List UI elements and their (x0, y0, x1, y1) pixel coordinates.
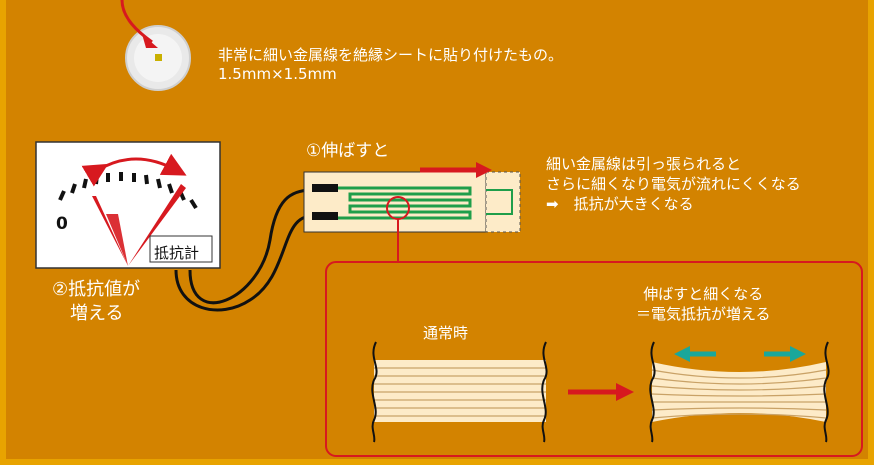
normal-state-label: 通常時 (423, 324, 469, 342)
stretched-wire-bundle (649, 341, 830, 443)
step1-label: ①伸ばすと (306, 141, 390, 161)
wire-bottom (174, 214, 313, 312)
resistance-meter (35, 141, 221, 269)
strain-gauge (303, 171, 521, 233)
stretched-line1: 伸ばすと細くなる (643, 285, 764, 303)
sensor-description: 非常に細い金属線を絶縁シートに貼り付けたもの。 1.5mm×1.5mm (218, 46, 563, 84)
sensor-description-line1: 非常に細い金属線を絶縁シートに貼り付けたもの。 (218, 46, 564, 64)
step2-line1: ②抵抗値が (52, 279, 141, 300)
wire-top (188, 188, 313, 305)
explanation-line1: 細い金属線は引っ張られると (546, 155, 742, 173)
explanation-line2: さらに細くなり電気が流れにくくなる (546, 175, 801, 193)
normal-wire-bundle (371, 341, 548, 443)
pointer-arrow-head (142, 34, 158, 48)
stretched-state-label: 伸ばすと細くなる ＝電気抵抗が増える (636, 284, 771, 324)
stretch-arrow-head (476, 162, 492, 178)
stretch-direction-arrows (674, 346, 806, 362)
sensor-description-line2: 1.5mm×1.5mm (218, 65, 337, 83)
meter-zero-label: 0 (56, 214, 68, 234)
explanation-line3: ➡ 抵抗が大きくなる (546, 195, 694, 213)
step2-line2: 増える (52, 303, 124, 324)
meter-label: 抵抗計 (154, 244, 200, 262)
stretched-line2: ＝電気抵抗が増える (636, 305, 771, 323)
step2-label: ②抵抗値が 増える (52, 278, 140, 326)
pointer-arrow-curve (120, 0, 153, 44)
explanation-text: 細い金属線は引っ張られると さらに細くなり電気が流れにくくなる ➡ 抵抗が大きく… (546, 154, 801, 214)
sensor-chip (125, 25, 191, 91)
detail-panel (325, 261, 863, 457)
transform-arrow-head (616, 383, 634, 401)
